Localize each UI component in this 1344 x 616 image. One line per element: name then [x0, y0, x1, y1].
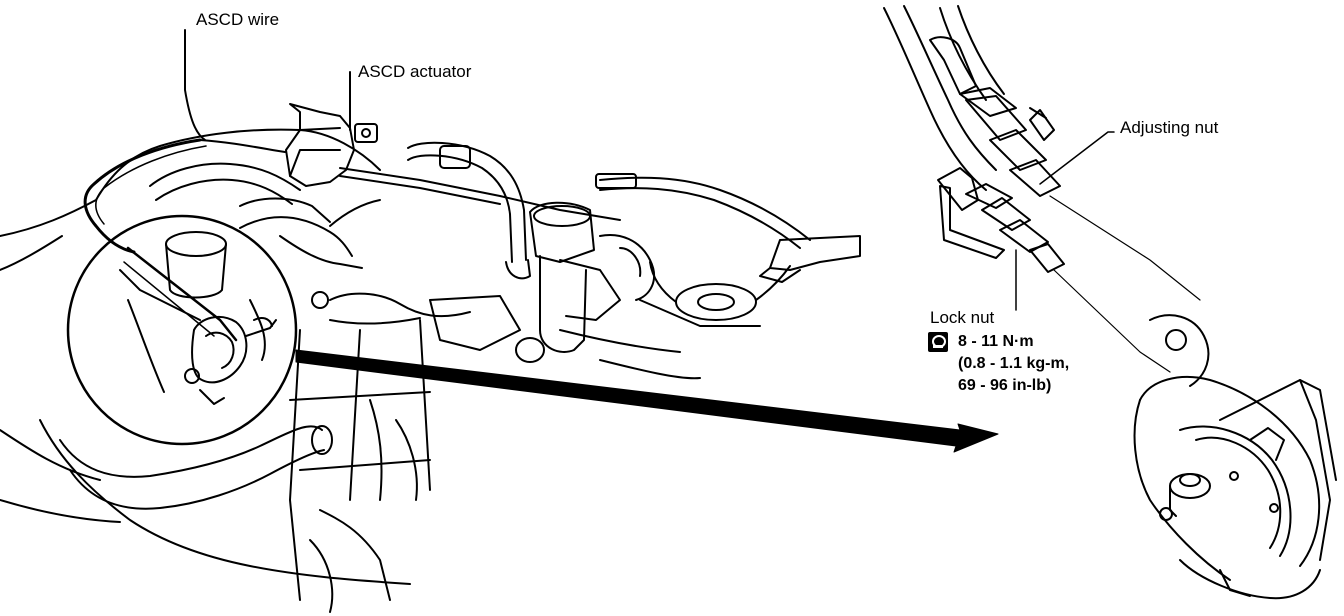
engine-body — [0, 128, 521, 613]
master-cylinder — [515, 173, 861, 380]
torque-spec-line1: 8 - 11 N·m — [958, 333, 1034, 350]
lock-nut-label: Lock nut — [930, 308, 995, 327]
adjusting-nut-label: Adjusting nut — [1120, 118, 1219, 137]
ascd-wire-label: ASCD wire — [196, 10, 280, 29]
pointer-arrow — [295, 349, 999, 453]
throttle-cable-detail — [883, 5, 1337, 600]
torque-spec-line3: 69 - 96 in-lb) — [958, 377, 1052, 394]
ascd-wire — [83, 29, 286, 254]
torque-wrench-icon — [928, 332, 948, 352]
ascd-actuator — [285, 71, 621, 280]
detail-circle — [66, 214, 298, 446]
ascd-actuator-label: ASCD actuator — [358, 62, 472, 81]
torque-spec-line2: (0.8 - 1.1 kg-m, — [958, 355, 1070, 372]
leader-lines — [1015, 131, 1115, 311]
